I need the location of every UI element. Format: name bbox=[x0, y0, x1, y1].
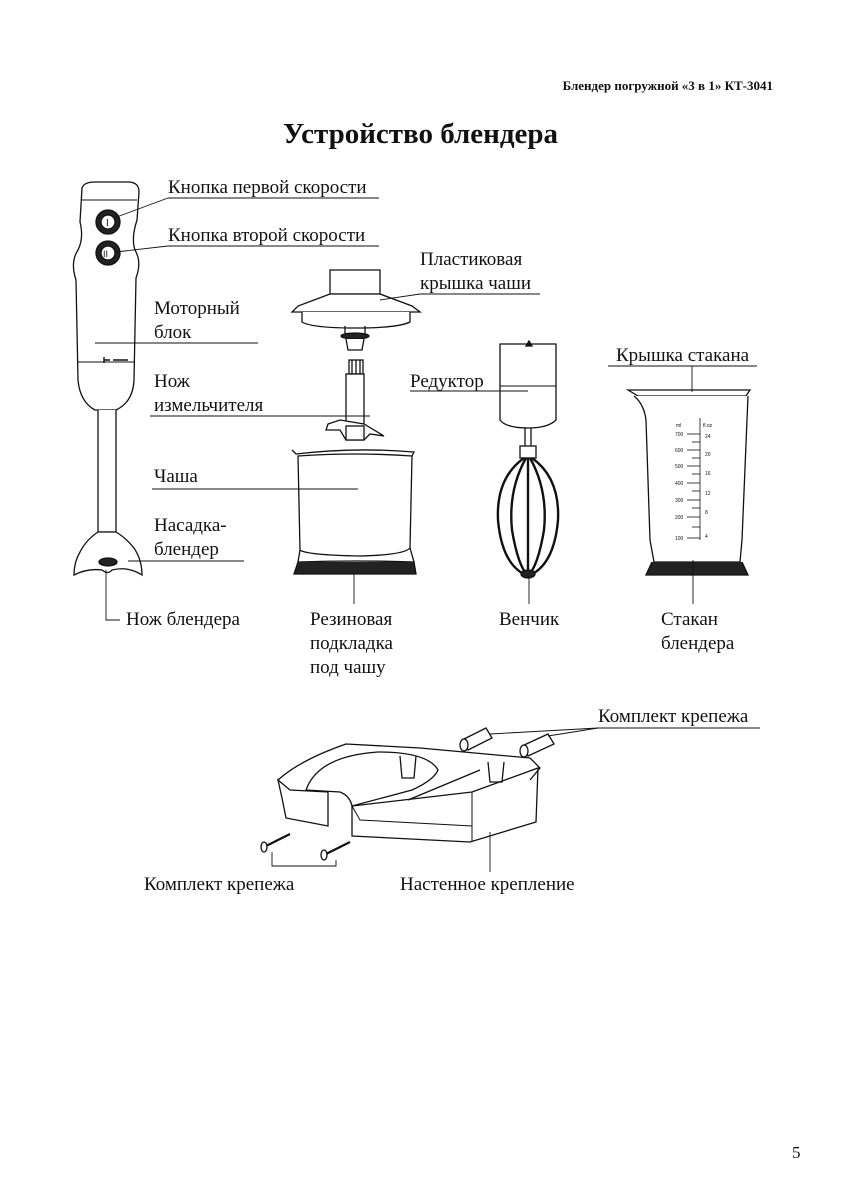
whisk-drawing bbox=[496, 339, 560, 579]
blender-bell-shape bbox=[73, 531, 143, 577]
running-header: Блендер погружной «3 в 1» КТ-3041 bbox=[562, 78, 773, 93]
beaker-ml-scale: 700 600 500 400 300 200 100 bbox=[675, 432, 684, 542]
label-bowl-lid: Пластиковая крышка чаши bbox=[420, 249, 532, 294]
label-motor-unit: Моторный блок bbox=[154, 298, 240, 343]
beaker-ml-mark: 100 bbox=[675, 536, 684, 542]
beaker-floz-mark: 24 bbox=[705, 434, 711, 440]
label-fasteners-bottom: Комплект крепежа bbox=[144, 874, 295, 895]
page-title: Устройство блендера bbox=[282, 118, 559, 150]
chopper-knife-drawing bbox=[325, 359, 385, 441]
beaker-floz-header: fl.oz bbox=[703, 423, 713, 429]
beaker-ml-mark: 300 bbox=[675, 498, 684, 504]
speed2-icon: II bbox=[103, 249, 108, 259]
leader-lines bbox=[95, 197, 760, 872]
label-chopper-knife: Нож измельчителя bbox=[154, 371, 264, 416]
beaker-ml-mark: 200 bbox=[675, 515, 684, 521]
beaker-ml-header: ml bbox=[676, 423, 681, 429]
beaker-ml-mark: 400 bbox=[675, 481, 684, 487]
beaker-floz-mark: 20 bbox=[705, 452, 711, 458]
label-beaker: Стакан блендера bbox=[661, 609, 735, 654]
bowl-lid-drawing bbox=[290, 269, 422, 351]
beaker-floz-mark: 12 bbox=[705, 491, 711, 497]
beaker-floz-mark: 16 bbox=[705, 471, 711, 477]
motor-unit-shape bbox=[72, 181, 140, 411]
label-beaker-lid: Крышка стакана bbox=[616, 345, 750, 366]
beaker-floz-mark: 4 bbox=[705, 534, 708, 540]
label-fasteners-top: Комплект крепежа bbox=[598, 706, 749, 727]
label-blender-attachment: Насадка- блендер bbox=[154, 515, 227, 560]
label-whisk: Венчик bbox=[499, 609, 560, 630]
wall-mount-drawing bbox=[260, 727, 555, 861]
page-number: 5 bbox=[792, 1143, 801, 1162]
beaker-ml-mark: 500 bbox=[675, 464, 684, 470]
beaker-floz-mark: 8 bbox=[705, 510, 708, 516]
chopper-bowl-drawing bbox=[291, 449, 417, 575]
beaker-floz-scale: 24 20 16 12 8 4 bbox=[705, 434, 711, 540]
label-bowl: Чаша bbox=[154, 466, 198, 487]
label-speed1-button: Кнопка первой скорости bbox=[168, 177, 367, 198]
label-blender-knife: Нож блендера bbox=[126, 609, 240, 630]
beaker-ml-mark: 700 bbox=[675, 432, 684, 438]
label-rubber-pad: Резиновая подкладка под чашу bbox=[310, 609, 393, 678]
beaker-ml-mark: 600 bbox=[675, 448, 684, 454]
lock-mark-icon bbox=[103, 357, 128, 363]
beaker-drawing: ml fl.oz 700 600 500 400 300 200 100 24 … bbox=[625, 389, 752, 576]
blender-shaft-shape bbox=[97, 410, 117, 533]
label-wall-mount: Настенное крепление bbox=[400, 874, 575, 895]
hand-blender-drawing: I II bbox=[72, 181, 143, 577]
label-speed2-button: Кнопка второй скорости bbox=[168, 225, 366, 246]
speed1-icon: I bbox=[106, 218, 109, 229]
label-gearbox: Редуктор bbox=[410, 371, 484, 392]
